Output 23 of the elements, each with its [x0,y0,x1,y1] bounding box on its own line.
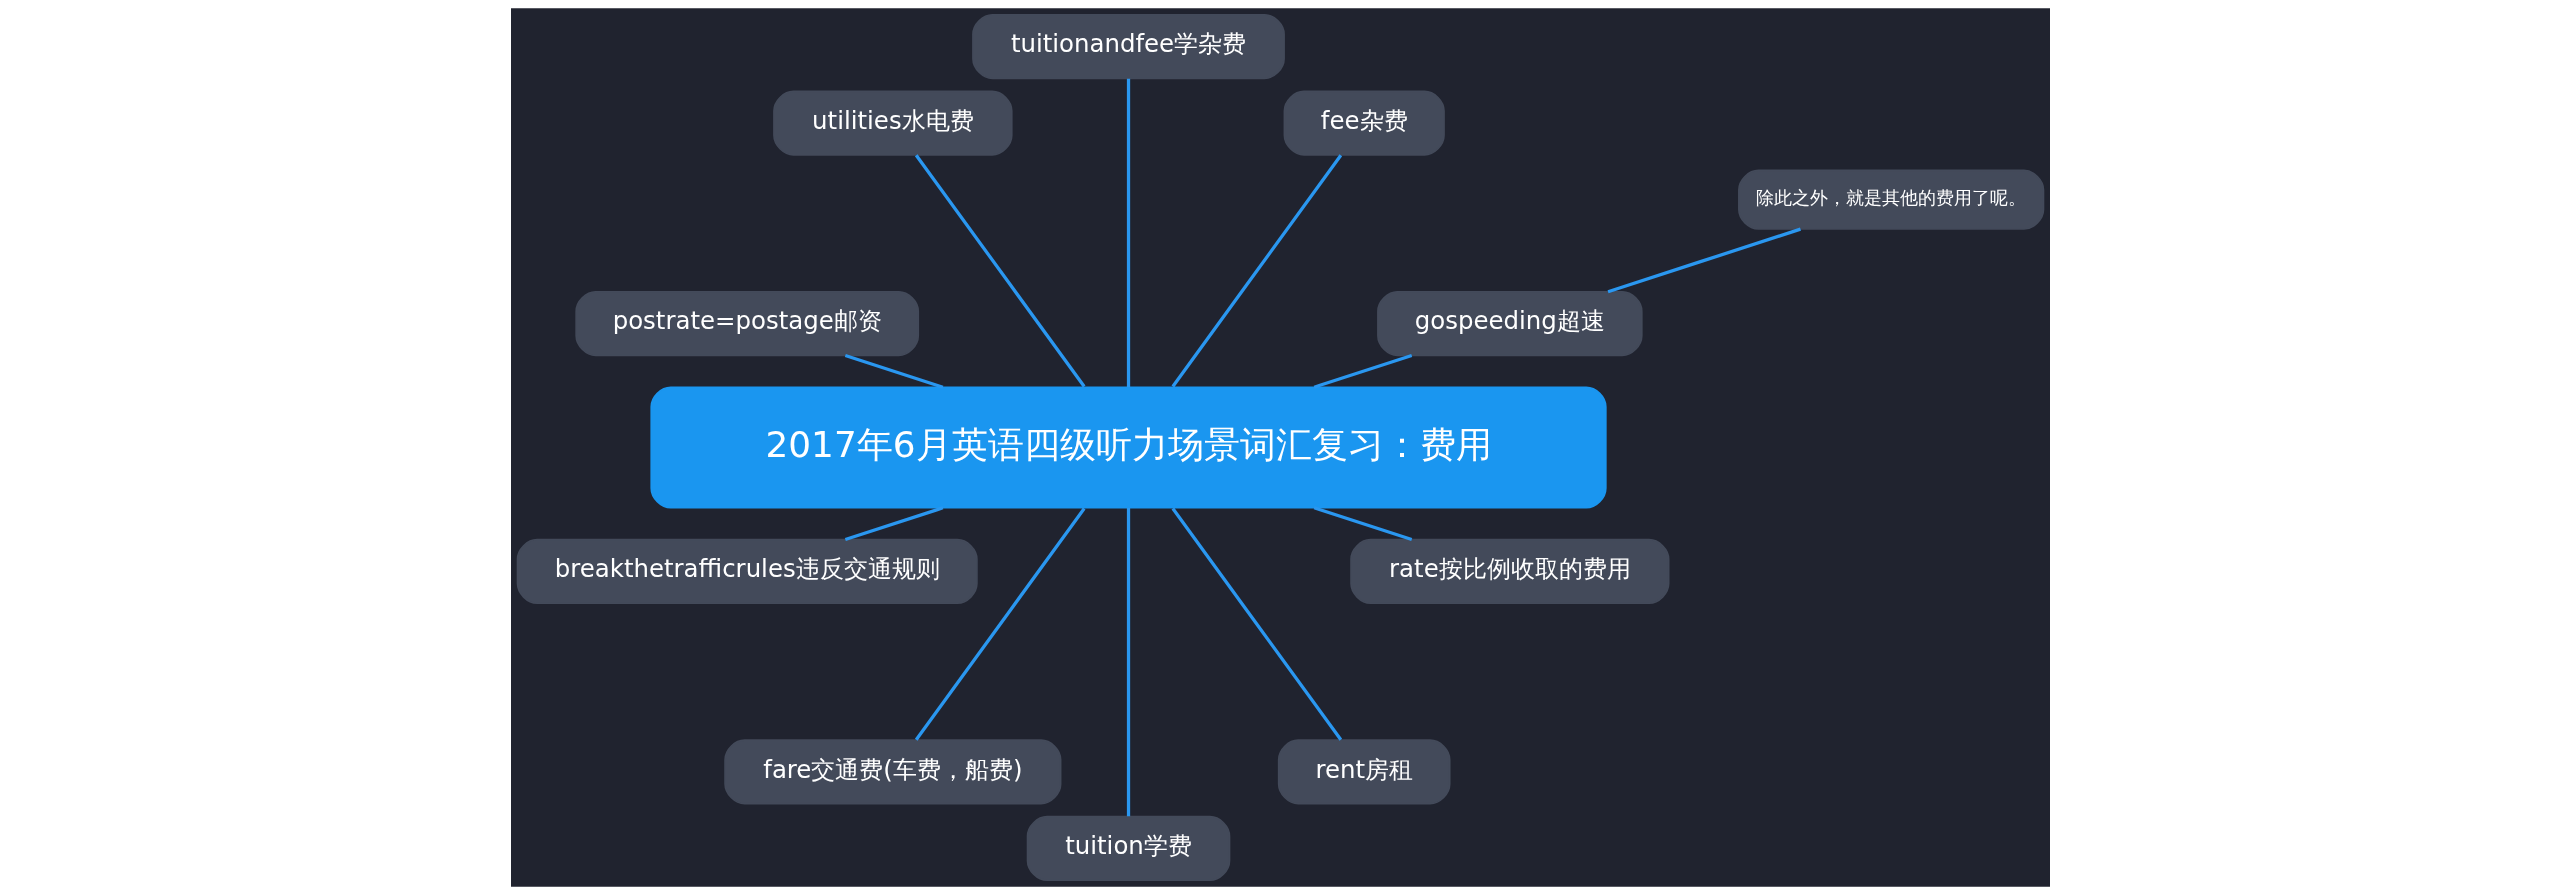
node-box: postrate=postage邮资 [574,291,919,357]
node-box: gospeeding超速 [1376,291,1643,357]
node-box: tuition学费 [1026,815,1230,882]
connector [844,353,943,389]
node-box: fare交通费(车费，船费) [723,739,1061,805]
connector [1126,78,1130,388]
node-box: 2017年6月英语四级听力场景词汇复习：费用 [649,386,1607,509]
node-box: tuitionandfee学杂费 [971,13,1285,80]
connector [844,506,943,542]
connector [1126,507,1130,817]
node-box: utilities水电费 [772,90,1013,156]
connector [1313,506,1412,542]
node-box: fee杂费 [1283,90,1445,156]
node-box: rate按比例收取的费用 [1349,538,1669,604]
connector [1171,507,1342,741]
node-box: rent房租 [1277,739,1451,805]
connector [1313,353,1412,389]
connector [914,507,1085,741]
connector [914,154,1085,388]
node-box: 除此之外，就是其他的费用了呢。 [1737,169,2044,230]
connector [1171,154,1342,388]
node-box: breakthetrafficrules违反交通规则 [516,538,978,604]
connector [1607,227,1801,294]
